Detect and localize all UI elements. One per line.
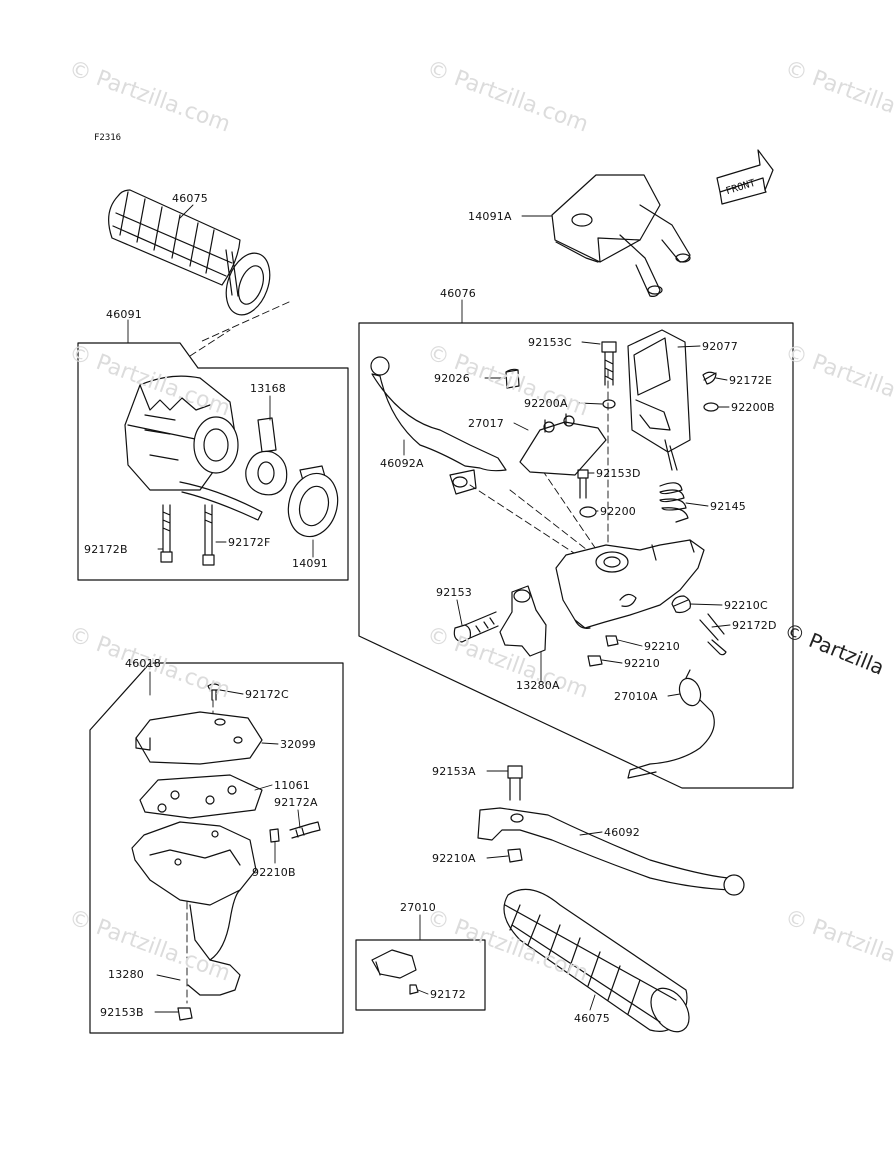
screw-92172E xyxy=(702,371,717,385)
bolt-92153A xyxy=(507,765,523,801)
label-92210-a: 92210 xyxy=(644,640,680,653)
lever-46092A xyxy=(370,356,507,495)
label-92172E: 92172E xyxy=(729,374,773,387)
washer-92200A xyxy=(602,399,616,409)
label-92210B: 92210B xyxy=(252,866,296,879)
washer-92200B xyxy=(703,402,719,412)
spring-92145 xyxy=(659,482,689,523)
switch-housing-46091 xyxy=(124,375,263,521)
master-cylinder-body xyxy=(555,539,705,629)
box-46091 xyxy=(77,342,349,581)
label-46091: 46091 xyxy=(106,308,142,321)
label-92153: 92153 xyxy=(436,586,472,599)
label-92153A: 92153A xyxy=(432,765,476,778)
nut-92210-b xyxy=(587,655,603,667)
lever-46092 xyxy=(477,807,745,896)
label-32099: 32099 xyxy=(280,738,316,751)
switch-27010A xyxy=(627,669,715,779)
screw-92172B xyxy=(160,504,173,563)
grip-46075-bottom xyxy=(503,888,690,1033)
label-27017: 27017 xyxy=(468,417,504,430)
label-11061: 11061 xyxy=(274,779,310,792)
collar-14091 xyxy=(287,465,339,538)
label-92172A: 92172A xyxy=(274,796,318,809)
label-92153D: 92153D xyxy=(596,467,641,480)
label-92210-b: 92210 xyxy=(624,657,660,670)
label-92172D: 92172D xyxy=(732,619,777,632)
label-14091A: 14091A xyxy=(468,210,512,223)
bracket-92077 xyxy=(627,329,691,471)
screw-92172C xyxy=(207,683,221,701)
label-46092A: 46092A xyxy=(380,457,424,470)
bolt-92153B xyxy=(177,1007,193,1021)
label-92077: 92077 xyxy=(702,340,738,353)
nut-92210A xyxy=(507,848,523,863)
label-27010: 27010 xyxy=(400,901,436,914)
label-92172F: 92172F xyxy=(228,536,271,549)
label-46075-top: 46075 xyxy=(172,192,208,205)
label-27010A: 27010A xyxy=(614,690,658,703)
cover-32099 xyxy=(135,711,263,765)
screw-92172 xyxy=(409,984,419,995)
bolt-92153 xyxy=(453,611,499,643)
diaphragm-11061 xyxy=(139,774,263,819)
bushing-92026 xyxy=(505,368,520,389)
switch-27010 xyxy=(371,949,417,979)
label-92210A: 92210A xyxy=(432,852,476,865)
screw-92172A xyxy=(289,821,321,839)
label-46092: 46092 xyxy=(604,826,640,839)
reservoir-body-46018 xyxy=(131,821,257,996)
bolt-92153C xyxy=(601,341,617,386)
label-92153C: 92153C xyxy=(528,336,572,349)
clamp-13280A xyxy=(499,585,547,657)
label-92026: 92026 xyxy=(434,372,470,385)
switch-27017 xyxy=(519,413,607,476)
label-46075-bottom: 46075 xyxy=(574,1012,610,1025)
nut-92210B xyxy=(269,828,280,843)
grip-46075-top xyxy=(108,189,271,316)
label-92210C: 92210C xyxy=(724,599,768,612)
label-13280A: 13280A xyxy=(516,679,560,692)
label-92200B: 92200B xyxy=(731,401,775,414)
figure-code: F2316 xyxy=(94,133,122,143)
front-arrow-shape xyxy=(716,149,774,205)
switch-13168 xyxy=(245,417,288,496)
nut-92210C xyxy=(671,595,691,614)
label-92172: 92172 xyxy=(430,988,466,1001)
bolt-92153D xyxy=(577,469,589,499)
label-92153B: 92153B xyxy=(100,1006,144,1019)
screw-92172D xyxy=(699,613,727,656)
label-92145: 92145 xyxy=(710,500,746,513)
washer-92200 xyxy=(579,506,597,518)
label-92172C: 92172C xyxy=(245,688,289,701)
label-92200: 92200 xyxy=(600,505,636,518)
nut-92210-a xyxy=(605,635,619,647)
label-46018: 46018 xyxy=(125,657,161,670)
label-13280: 13280 xyxy=(108,968,144,981)
label-46076: 46076 xyxy=(440,287,476,300)
box-46018 xyxy=(89,662,344,1034)
box-27010 xyxy=(355,939,486,1011)
label-14091: 14091 xyxy=(292,557,328,570)
label-92200A: 92200A xyxy=(524,397,568,410)
label-13168: 13168 xyxy=(250,382,286,395)
label-92172B: 92172B xyxy=(84,543,128,556)
screw-92172F xyxy=(202,504,215,566)
box-46076 xyxy=(358,322,794,789)
reservoir-14091A xyxy=(551,174,691,297)
